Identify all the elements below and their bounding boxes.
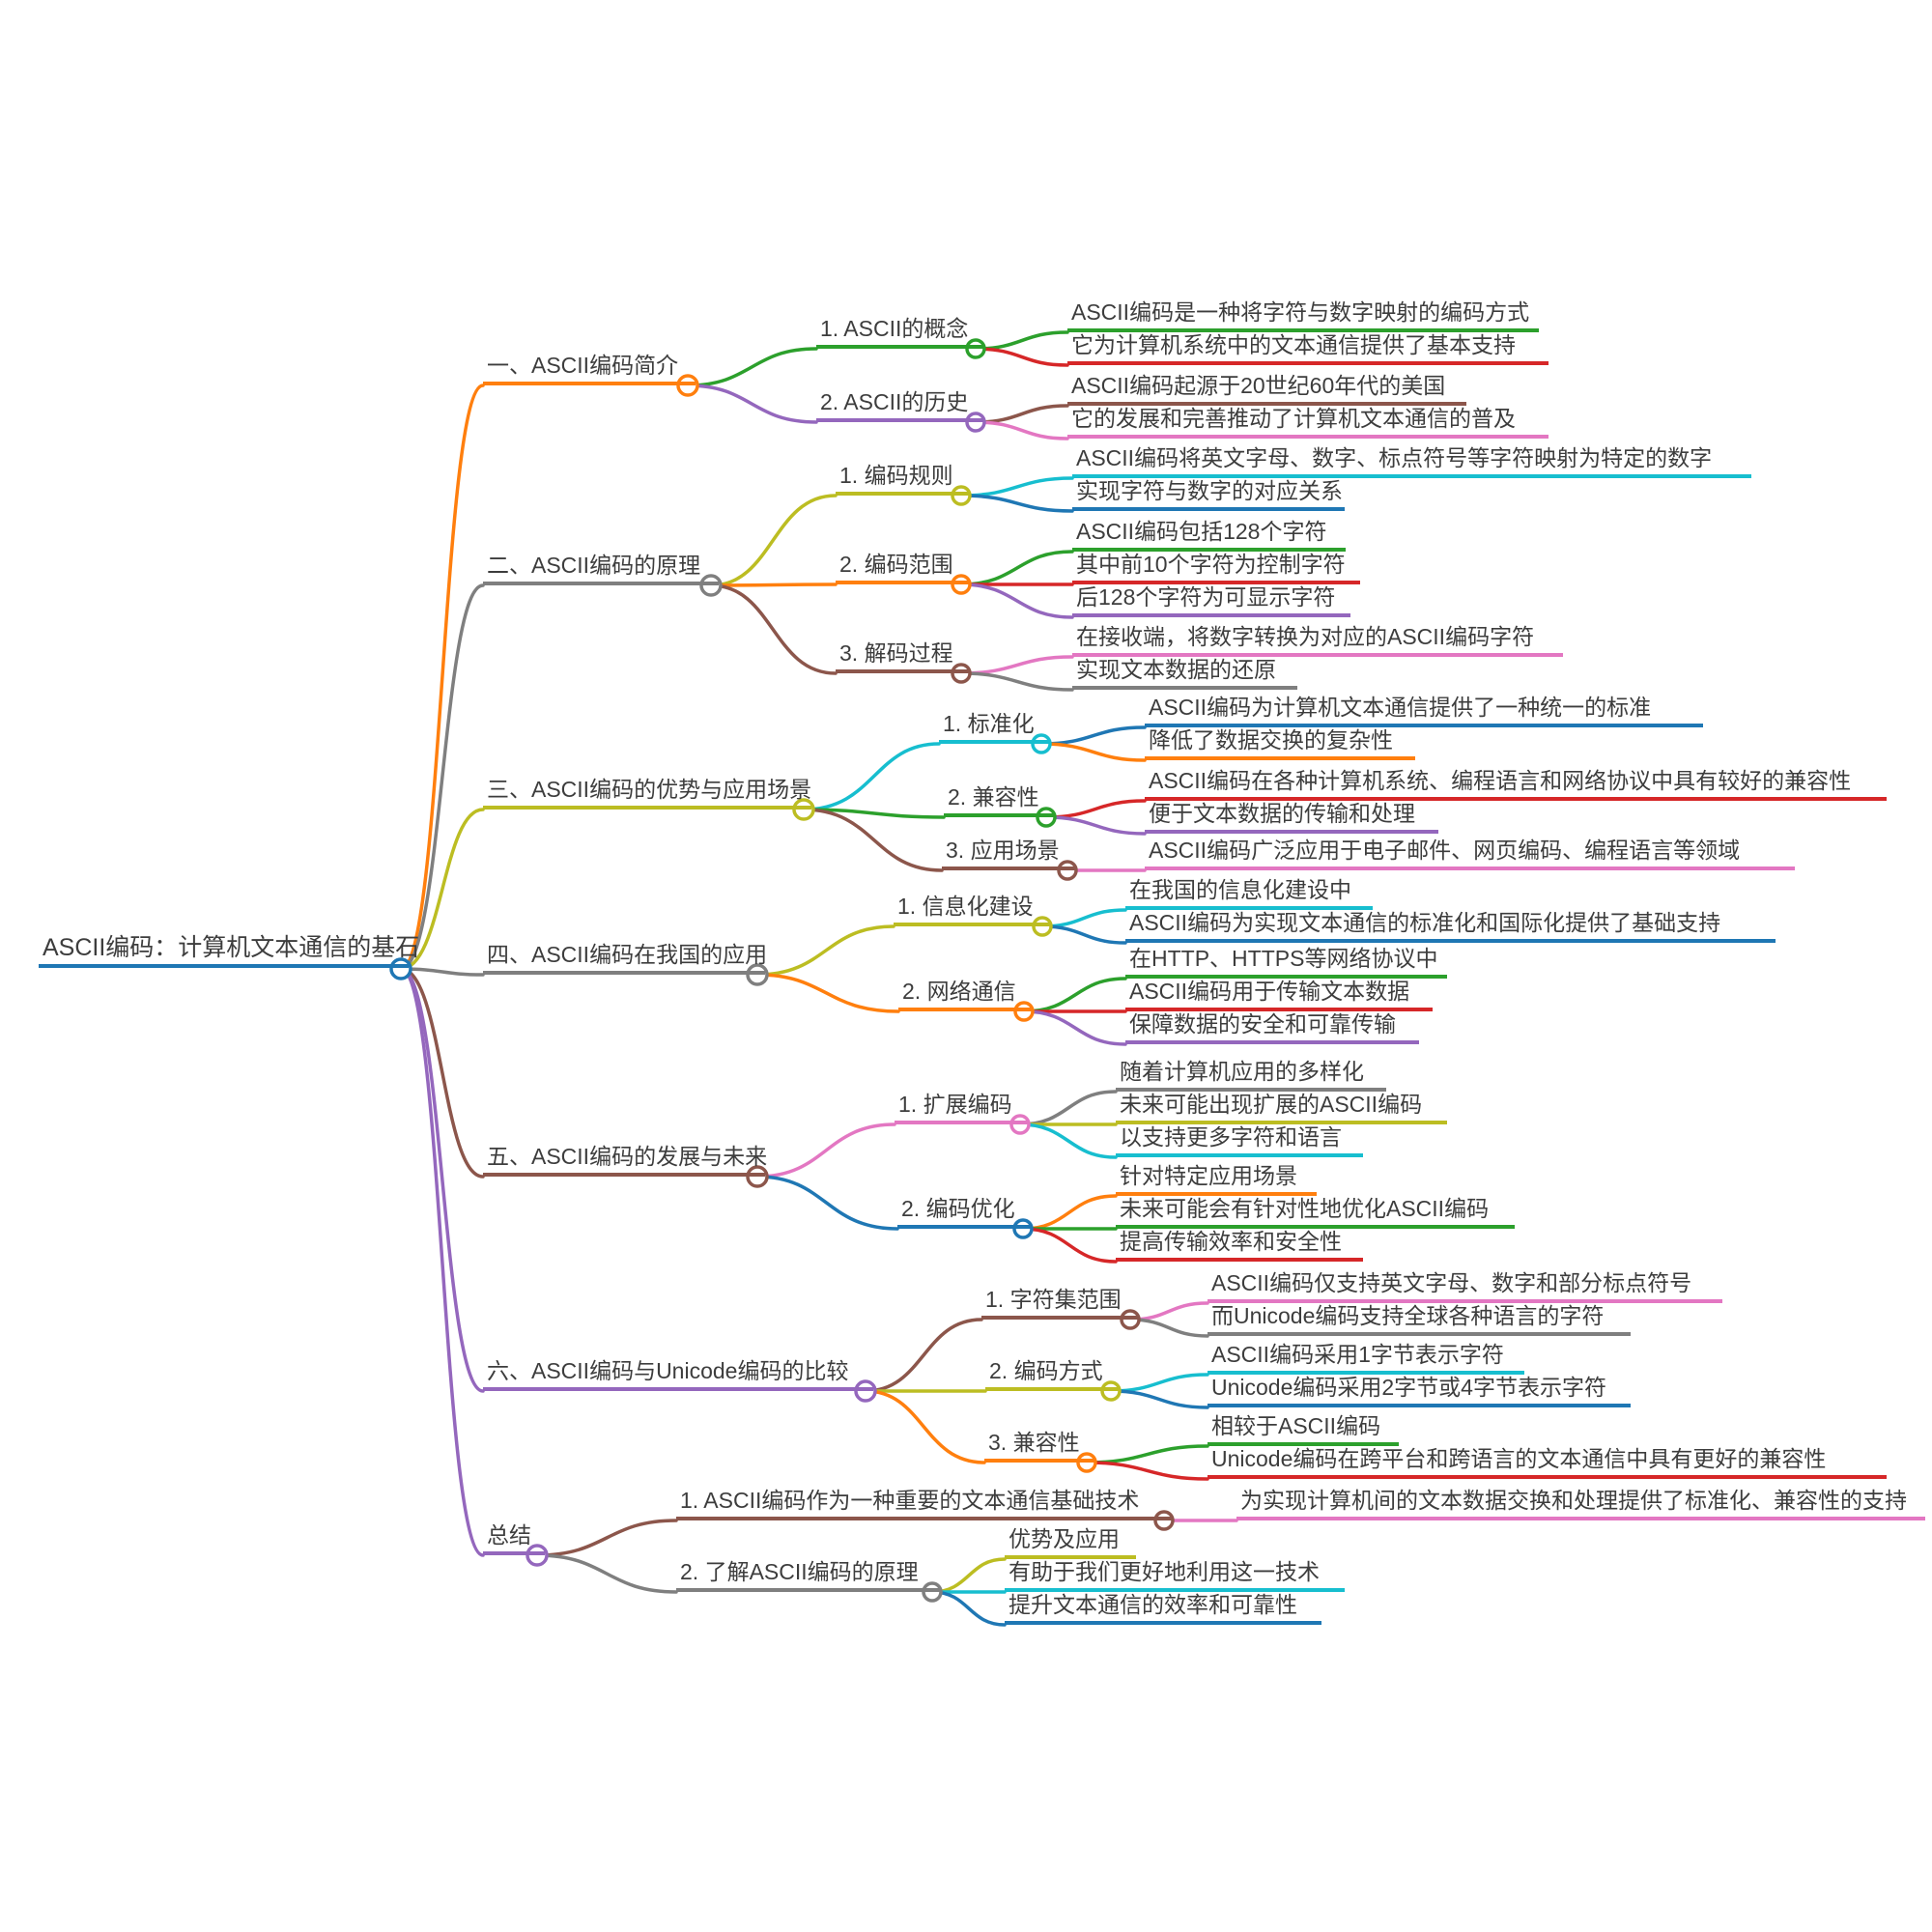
collapse-toggle [1153, 1510, 1175, 1531]
leaf-node[interactable]: 有助于我们更好地利用这一技术 [1005, 1557, 1345, 1592]
leaf-node[interactable]: ASCII编码起源于20世纪60年代的美国 [1067, 371, 1466, 406]
b2-child-3-node[interactable]: 3. 解码过程 [836, 639, 969, 673]
branch-6-node[interactable]: 六、ASCII编码与Unicode编码的比较 [483, 1356, 873, 1391]
branch-7-node[interactable]: 总结 [483, 1520, 545, 1555]
b1-child-2-node[interactable]: 2. ASCII的历史 [816, 387, 983, 422]
leaf-node[interactable]: 它为计算机系统中的文本通信提供了基本支持 [1067, 330, 1548, 365]
leaf-node[interactable]: 保障数据的安全和可靠传输 [1125, 1009, 1419, 1044]
collapse-toggle [951, 574, 972, 595]
branch-2-node[interactable]: 二、ASCII编码的原理 [483, 551, 719, 585]
collapse-toggle-circles[interactable] [389, 338, 1175, 1603]
leaf-node[interactable]: 提高传输效率和安全性 [1116, 1227, 1363, 1262]
b1-child-1-node[interactable]: 1. ASCII的概念 [816, 314, 983, 349]
b7-child-2-node[interactable]: 2. 了解ASCII编码的原理 [676, 1557, 940, 1592]
branch-5-node[interactable]: 五、ASCII编码的发展与未来 [483, 1142, 767, 1177]
leaf-node[interactable]: Unicode编码在跨平台和跨语言的文本通信中具有更好的兼容性 [1208, 1444, 1887, 1479]
collapse-toggle [922, 1581, 943, 1603]
connector-paths [399, 330, 1238, 1627]
leaf-node[interactable]: 便于文本数据的传输和处理 [1145, 799, 1438, 834]
b4-child-1-node[interactable]: 1. 信息化建设 [894, 892, 1050, 926]
b3-child-3-node[interactable]: 3. 应用场景 [942, 836, 1075, 870]
leaf-node[interactable]: 未来可能出现扩展的ASCII编码 [1116, 1090, 1447, 1124]
collapse-toggle [1032, 916, 1053, 937]
leaf-node[interactable]: 它的发展和完善推动了计算机文本通信的普及 [1067, 404, 1548, 439]
b3-child-1-node[interactable]: 1. 标准化 [939, 709, 1049, 744]
b7-child-1-node[interactable]: 1. ASCII编码作为一种重要的文本通信基础技术 [676, 1486, 1172, 1520]
leaf-node[interactable]: 实现字符与数字的对应关系 [1072, 476, 1345, 511]
b3-child-2-node[interactable]: 2. 兼容性 [944, 782, 1054, 817]
branch-4-node[interactable]: 四、ASCII编码在我国的应用 [483, 940, 767, 975]
leaf-node[interactable]: ASCII编码包括128个字符 [1072, 517, 1346, 552]
collapse-toggle [965, 412, 986, 433]
collapse-toggle [1036, 807, 1057, 828]
collapse-toggle [1012, 1218, 1034, 1239]
b4-child-2-node[interactable]: 2. 网络通信 [898, 977, 1032, 1011]
b5-child-2-node[interactable]: 2. 编码优化 [897, 1194, 1031, 1229]
collapse-toggle [746, 963, 769, 986]
leaf-node[interactable]: 而Unicode编码支持全球各种语言的字符 [1208, 1301, 1631, 1336]
leaf-node[interactable]: ASCII编码用于传输文本数据 [1125, 977, 1433, 1011]
leaf-node[interactable]: ASCII编码是一种将字符与数字映射的编码方式 [1067, 298, 1539, 332]
collapse-toggle [676, 374, 699, 397]
leaf-node[interactable]: 未来可能会有针对性地优化ASCII编码 [1116, 1194, 1515, 1229]
leaf-node[interactable]: 针对特定应用场景 [1116, 1161, 1317, 1196]
leaf-node[interactable]: 优势及应用 [1005, 1524, 1136, 1559]
b2-child-2-node[interactable]: 2. 编码范围 [836, 550, 969, 584]
leaf-node[interactable]: Unicode编码采用2字节或4字节表示字符 [1208, 1373, 1631, 1407]
leaf-node[interactable]: 在接收端，将数字转换为对应的ASCII编码字符 [1072, 622, 1563, 657]
collapse-toggle [1013, 1001, 1035, 1022]
leaf-node[interactable]: ASCII编码仅支持英文字母、数字和部分标点符号 [1208, 1268, 1722, 1303]
b6-child-3-node[interactable]: 3. 兼容性 [984, 1428, 1094, 1463]
collapse-toggle [1120, 1309, 1141, 1330]
b5-child-1-node[interactable]: 1. 扩展编码 [895, 1090, 1028, 1124]
leaf-node[interactable]: 以支持更多字符和语言 [1116, 1122, 1363, 1157]
collapse-toggle [965, 338, 986, 359]
collapse-toggle [951, 663, 972, 684]
leaf-node[interactable]: ASCII编码为计算机文本通信提供了一种统一的标准 [1145, 693, 1703, 727]
collapse-toggle [1100, 1380, 1122, 1402]
collapse-toggle [1009, 1114, 1031, 1135]
leaf-node[interactable]: 实现文本数据的还原 [1072, 655, 1297, 690]
leaf-node[interactable]: ASCII编码为实现文本通信的标准化和国际化提供了基础支持 [1125, 908, 1776, 943]
collapse-toggle [792, 798, 815, 821]
leaf-node[interactable]: ASCII编码采用1字节表示字符 [1208, 1340, 1524, 1375]
collapse-toggle [1057, 860, 1078, 881]
root-node[interactable]: ASCII编码：计算机文本通信的基石 [39, 933, 419, 968]
leaf-node[interactable]: 为实现计算机间的文本数据交换和处理提供了标准化、兼容性的支持 [1236, 1486, 1925, 1520]
leaf-node[interactable]: ASCII编码在各种计算机系统、编程语言和网络协议中具有较好的兼容性 [1145, 766, 1887, 801]
collapse-toggle [854, 1379, 877, 1403]
collapse-toggle [526, 1544, 549, 1567]
b6-child-2-node[interactable]: 2. 编码方式 [985, 1356, 1119, 1391]
branch-1-node[interactable]: 一、ASCII编码简介 [483, 351, 696, 385]
b2-child-1-node[interactable]: 1. 编码规则 [836, 461, 969, 496]
leaf-node[interactable]: 后128个字符为可显示字符 [1072, 582, 1350, 617]
leaf-node[interactable]: ASCII编码将英文字母、数字、标点符号等字符映射为特定的数字 [1072, 443, 1751, 478]
b6-child-1-node[interactable]: 1. 字符集范围 [981, 1285, 1138, 1320]
leaf-node[interactable]: 在我国的信息化建设中 [1125, 875, 1373, 910]
leaf-node[interactable]: 其中前10个字符为控制字符 [1072, 550, 1360, 584]
leaf-node[interactable]: 降低了数据交换的复杂性 [1145, 725, 1415, 760]
leaf-node[interactable]: 随着计算机应用的多样化 [1116, 1057, 1386, 1092]
leaf-node[interactable]: 在HTTP、HTTPS等网络协议中 [1125, 944, 1447, 979]
collapse-toggle [951, 485, 972, 506]
collapse-toggle [1031, 733, 1052, 754]
collapse-toggle [746, 1165, 769, 1188]
leaf-node[interactable]: ASCII编码广泛应用于电子邮件、网页编码、编程语言等领域 [1145, 836, 1795, 870]
leaf-node[interactable]: 相较于ASCII编码 [1208, 1411, 1399, 1446]
leaf-node[interactable]: 提升文本通信的效率和可靠性 [1005, 1590, 1321, 1625]
collapse-toggle [1076, 1452, 1097, 1473]
collapse-toggle [699, 574, 723, 597]
branch-3-node[interactable]: 三、ASCII编码的优势与应用场景 [483, 775, 811, 810]
